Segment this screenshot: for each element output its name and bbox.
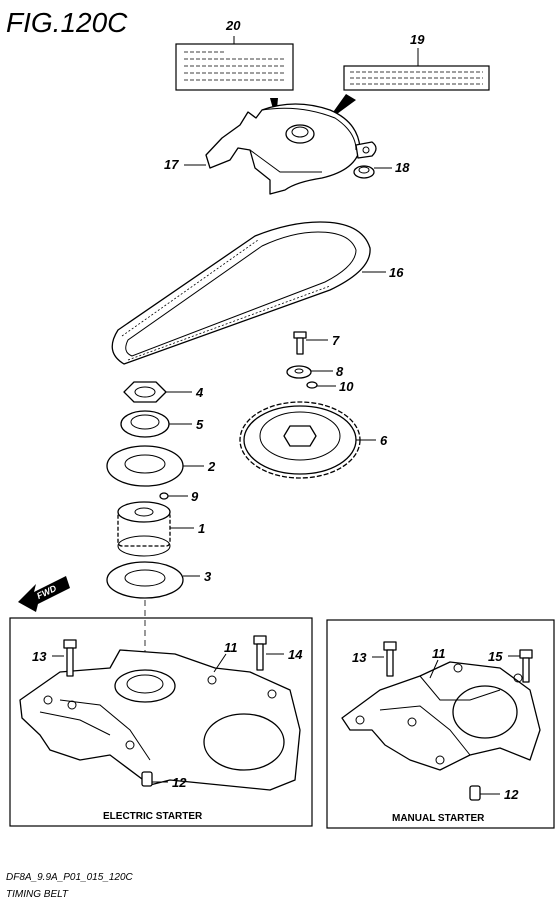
- callout-11-electric: 11: [224, 640, 238, 655]
- callouts: 20 19 17 18 16 7 8 10 4 5 6 2 9 1 3 13 1…: [32, 18, 519, 802]
- callout-3: 3: [204, 569, 212, 584]
- callout-5: 5: [196, 417, 204, 432]
- callout-11-manual: 11: [432, 646, 446, 661]
- callout-1: 1: [198, 521, 205, 536]
- electric-starter-caption: ELECTRIC STARTER: [103, 811, 203, 822]
- callout-12-electric: 12: [172, 775, 187, 790]
- leader-lines: [52, 36, 520, 795]
- footer-name: TIMING BELT: [6, 889, 69, 900]
- label-sticker-20: [175, 43, 294, 91]
- callout-18: 18: [395, 160, 410, 175]
- callout-10: 10: [339, 379, 354, 394]
- manual-starter-caption: MANUAL STARTER: [392, 813, 485, 824]
- callout-16: 16: [389, 265, 404, 280]
- callout-20: 20: [225, 18, 241, 33]
- driven-pulley: [239, 401, 361, 479]
- ring-5: [120, 410, 170, 438]
- manual-starter-panel: [326, 619, 555, 829]
- callout-19: 19: [410, 32, 425, 47]
- washer-8: [286, 365, 312, 379]
- key-10: [306, 381, 318, 389]
- dowel-12-manual: [469, 785, 481, 801]
- plate-2: [106, 445, 184, 487]
- callout-13-manual: 13: [352, 650, 367, 665]
- callout-12-manual: 12: [504, 787, 519, 802]
- bolt-14: [253, 635, 267, 671]
- plate-3: [106, 561, 184, 599]
- callout-13-electric: 13: [32, 649, 47, 664]
- key-9: [159, 492, 169, 500]
- callout-9: 9: [191, 489, 199, 504]
- callout-14: 14: [288, 647, 303, 662]
- timing-belt-cover: [205, 103, 377, 195]
- callout-4: 4: [195, 385, 204, 400]
- dowel-12-electric: [141, 771, 153, 787]
- fwd-arrow-icon: FWD: [18, 576, 70, 612]
- callout-17: 17: [164, 157, 179, 172]
- callout-2: 2: [207, 459, 216, 474]
- callout-7: 7: [332, 333, 340, 348]
- callout-15: 15: [488, 649, 503, 664]
- figure-title: FIG.120C: [6, 7, 128, 38]
- electric-starter-bracket: [19, 649, 301, 791]
- bolt-7: [293, 331, 307, 355]
- electric-starter-panel: [9, 617, 313, 827]
- label-sticker-19: [343, 65, 490, 91]
- drive-pulley: [117, 501, 171, 557]
- nut-4: [123, 381, 167, 403]
- manual-starter-bracket: [341, 661, 541, 771]
- callout-8: 8: [336, 364, 344, 379]
- bolt-15: [519, 649, 533, 683]
- bolt-13-manual: [383, 641, 397, 677]
- footer-code: DF8A_9.9A_P01_015_120C: [6, 872, 134, 883]
- timing-belt: [111, 221, 371, 365]
- callout-6: 6: [380, 433, 388, 448]
- grommet: [353, 165, 375, 179]
- bolt-13-electric: [63, 639, 77, 677]
